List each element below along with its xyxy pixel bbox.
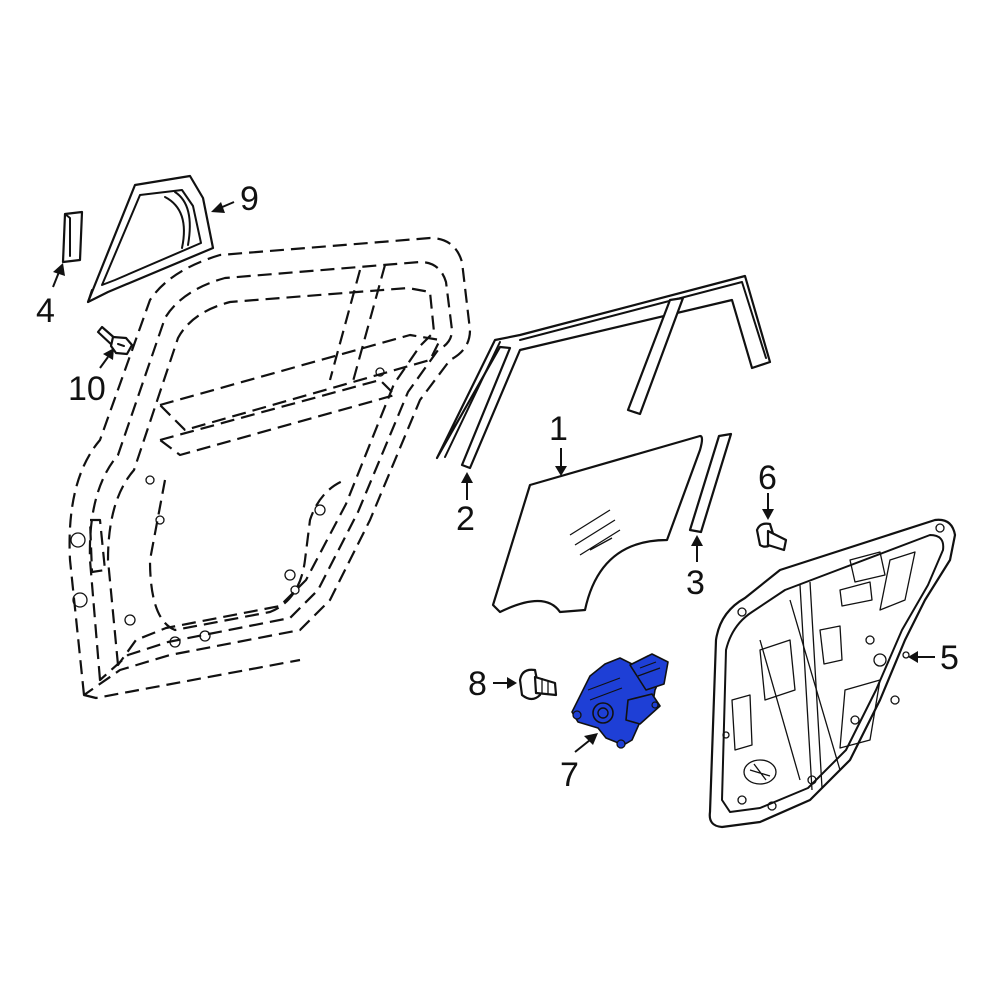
callout-5: 5 (940, 639, 959, 677)
callout-4: 4 (36, 292, 55, 330)
door-glass-part-1 (491, 434, 704, 614)
run-channel-part-2 (435, 274, 772, 470)
callout-7: 7 (560, 756, 579, 794)
bolt-part-10 (96, 325, 134, 356)
bolt-part-8 (518, 668, 558, 701)
callout-1: 1 (549, 410, 568, 448)
callout-6: 6 (758, 459, 777, 497)
callout-labels: 1 2 3 4 5 6 7 8 9 10 (36, 180, 959, 794)
quarter-glass-part-9 (86, 174, 215, 304)
bolt-part-6 (755, 522, 788, 552)
channel-strip-part-3 (688, 432, 733, 534)
window-motor-part-7 (571, 653, 669, 749)
leader-arrows (52, 201, 935, 753)
callout-9: 9 (240, 180, 259, 218)
callout-3: 3 (686, 564, 705, 602)
callout-2: 2 (456, 500, 475, 538)
door-module-part-5 (708, 518, 957, 829)
door-shell-outline (68, 236, 472, 700)
callout-10: 10 (68, 370, 106, 408)
trim-strip-part-4 (61, 210, 84, 264)
callout-8: 8 (468, 665, 487, 703)
